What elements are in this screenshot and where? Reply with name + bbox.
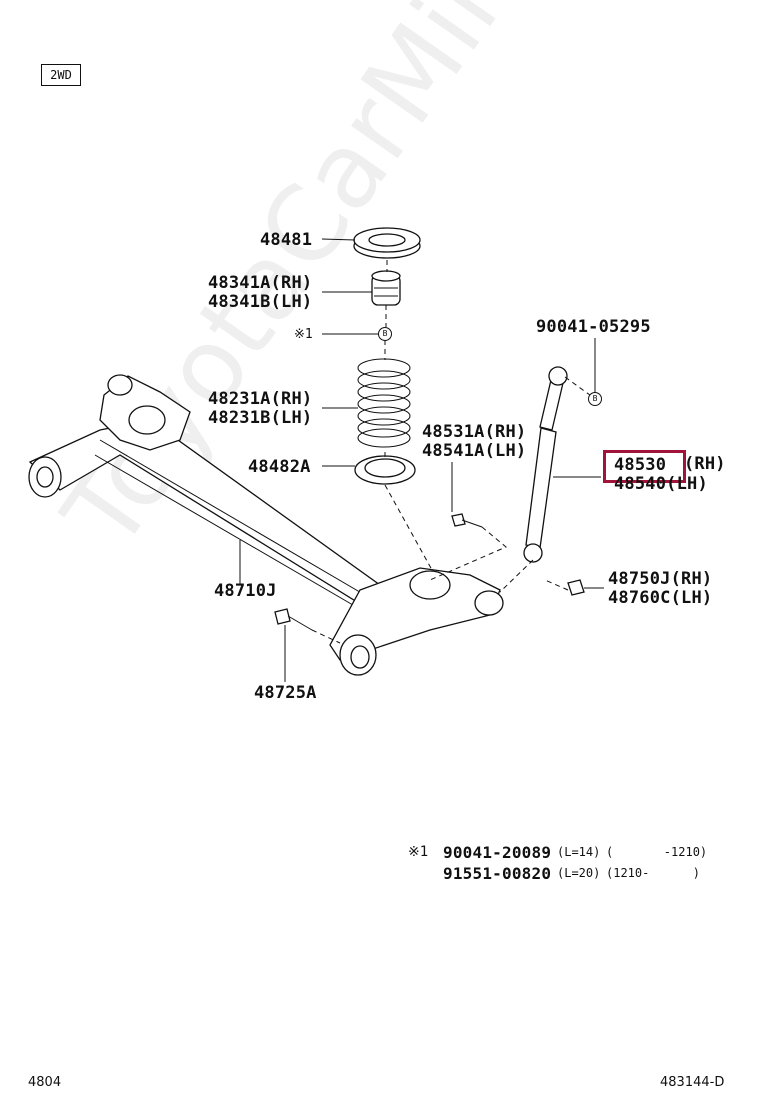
coil-spring-drawing	[357, 358, 411, 448]
bolt-b-marker: B	[378, 327, 392, 341]
notes-row2-part[interactable]: 91551-00820	[443, 864, 552, 883]
leader-lines	[239, 238, 604, 682]
notes-row1-part[interactable]: 90041-20089	[443, 843, 552, 862]
part-label-48530[interactable]: 48530	[614, 455, 667, 475]
notes-row2-size: (L=20)	[557, 866, 601, 880]
lower-insulator-drawing	[354, 455, 416, 485]
note-ref-mark: ※1	[294, 327, 313, 342]
part-label-48341a[interactable]: 48341A(RH)	[208, 273, 313, 293]
shock-absorber-drawing	[523, 366, 568, 563]
part-label-48725a[interactable]: 48725A	[254, 683, 317, 703]
footer-right-code: 483144-D	[660, 1075, 725, 1090]
part-label-48231b[interactable]: 48231B(LH)	[208, 408, 313, 428]
notes-mark: ※1	[408, 844, 429, 860]
part-label-48540[interactable]: 48540(LH)	[614, 474, 708, 494]
part-label-48341b[interactable]: 48341B(LH)	[208, 292, 313, 312]
upper-insulator-drawing	[353, 227, 421, 259]
bolts-drawing	[274, 513, 585, 631]
highlight-box	[603, 450, 686, 483]
axle-beam-drawing	[28, 374, 504, 676]
part-label-48541a[interactable]: 48541A(LH)	[422, 441, 527, 461]
part-label-48481[interactable]: 48481	[260, 230, 313, 250]
bolt-b-marker-2: B	[588, 392, 602, 406]
part-label-90041-05295[interactable]: 90041-05295	[536, 317, 651, 337]
notes-row1-range: ( -1210)	[606, 845, 708, 859]
part-label-48231a[interactable]: 48231A(RH)	[208, 389, 313, 409]
part-label-48710j[interactable]: 48710J	[214, 581, 277, 601]
notes-row1-size: (L=14)	[557, 845, 601, 859]
footer-left-code: 4804	[28, 1075, 62, 1090]
part-label-48760c[interactable]: 48760C(LH)	[608, 588, 713, 608]
part-label-48530-suffix: (RH)	[684, 454, 726, 474]
part-label-48750j[interactable]: 48750J(RH)	[608, 569, 713, 589]
variant-tag: 2WD	[41, 64, 81, 86]
part-label-48482a[interactable]: 48482A	[248, 457, 311, 477]
notes-row2-range: (1210- )	[606, 866, 700, 880]
part-label-48531a[interactable]: 48531A(RH)	[422, 422, 527, 442]
bump-stopper-drawing	[371, 270, 401, 306]
